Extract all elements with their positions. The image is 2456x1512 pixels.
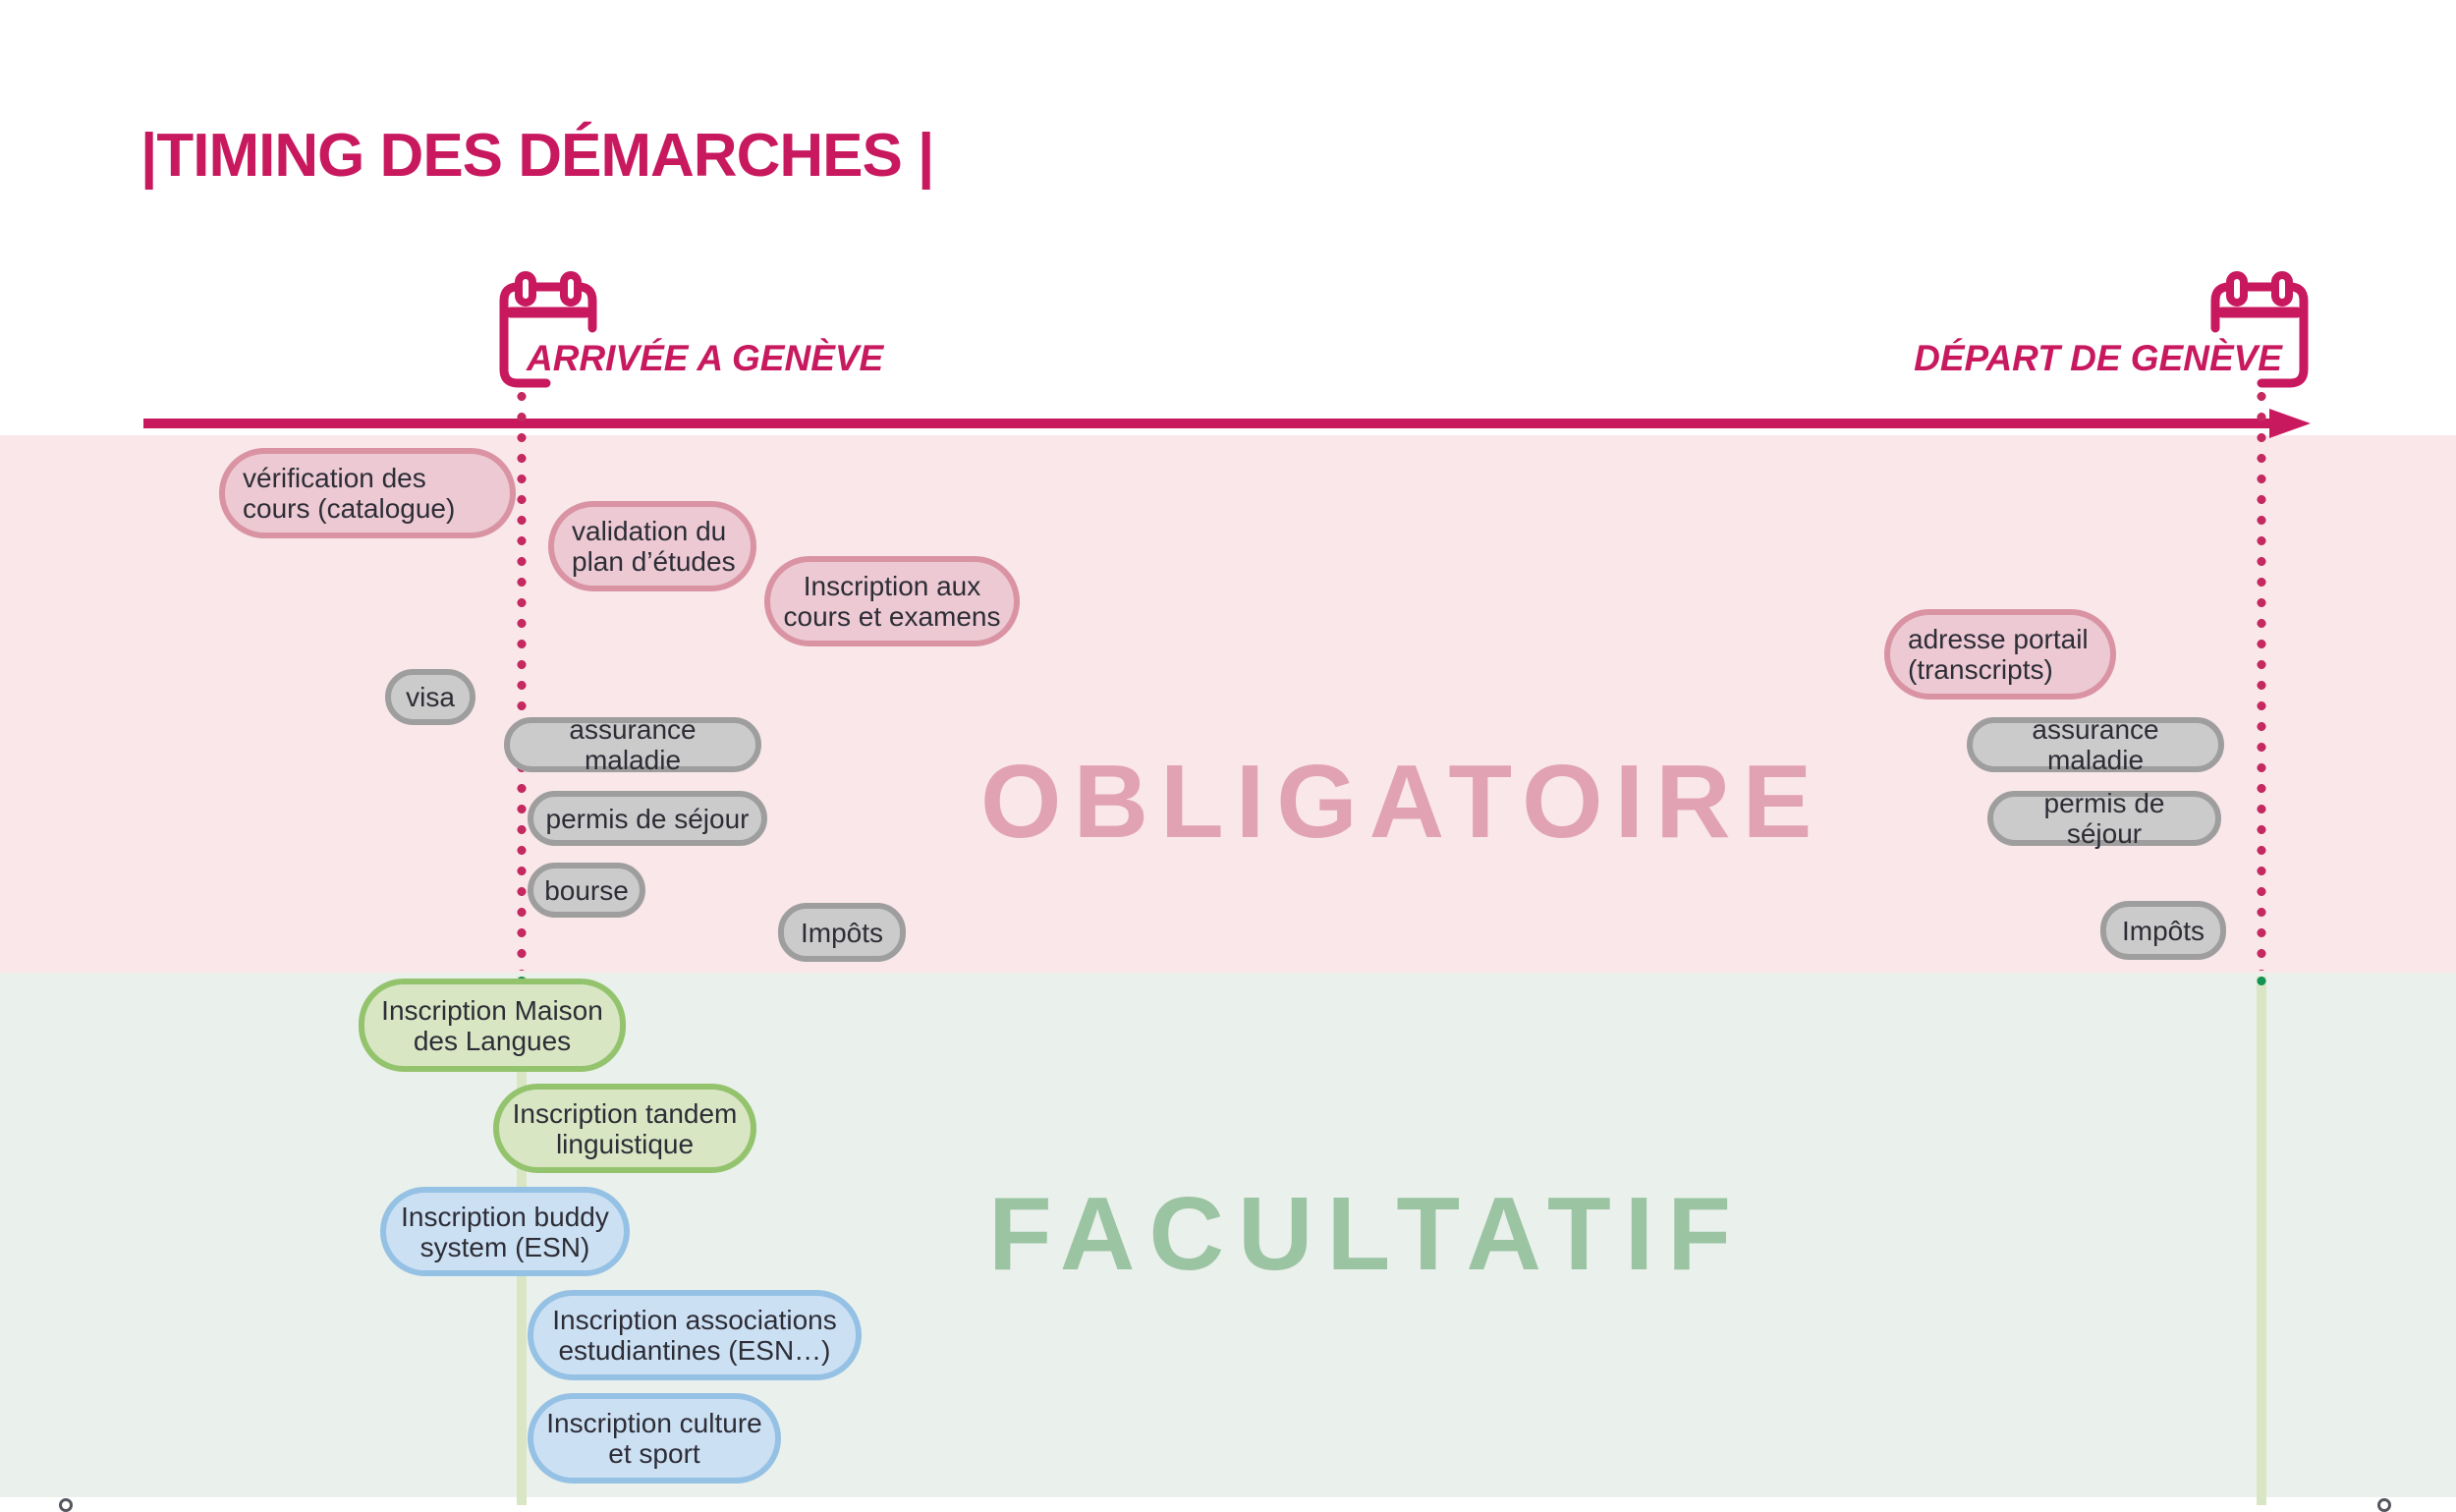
departure-dotted-line-optional [2257,977,2266,1505]
pill-permis-sejour-arrivee: permis de séjour [528,791,767,846]
mandatory-zone-label: OBLIGATOIRE [980,744,1824,860]
calendar-icon [499,271,597,388]
timeline-axis [143,419,2273,428]
page-title: |TIMING DES DÉMARCHES | [140,122,934,190]
arrival-label: ARRIVÉE A GENÈVE [527,338,884,378]
pill-assurance-maladie-arrivee: assurance maladie [504,714,761,775]
cutoff-glyph [2377,1498,2391,1512]
pill-culture-et-sport: Inscription culture et sport [528,1393,781,1484]
pill-associations-estudiantines: Inscription associations estudiantines (… [528,1290,862,1380]
pill-assurance-maladie-depart: assurance maladie [1967,714,2224,775]
pill-permis-sejour-depart: permis de séjour [1987,788,2221,849]
pill-tandem-linguistique: Inscription tandem linguistique [493,1084,756,1173]
pill-visa: visa [385,669,475,725]
pill-validation-plan-etudes: validation du plan d’études [548,501,756,591]
arrival-dotted-line [517,392,527,971]
pill-impots-depart: Impôts [2100,901,2226,960]
pill-verification-des-cours: vérification des cours (catalogue) [219,448,516,538]
pill-inscription-cours-examens: Inscription aux cours et examens [764,556,1020,646]
pill-maison-des-langues: Inscription Maison des Langues [359,979,626,1072]
cutoff-glyph [59,1498,73,1512]
departure-dotted-line [2257,392,2266,971]
pill-buddy-system: Inscription buddy system (ESN) [380,1187,630,1276]
pill-bourse: bourse [528,863,645,918]
departure-label: DÉPART DE GENÈVE [1914,338,2282,378]
pill-impots-arrivee: Impôts [778,903,906,962]
timeline-arrowhead-icon [2269,409,2311,438]
optional-zone-label: FACULTATIF [988,1176,1745,1292]
pill-adresse-portail: adresse portail (transcripts) [1884,609,2116,700]
calendar-icon [2210,271,2309,388]
